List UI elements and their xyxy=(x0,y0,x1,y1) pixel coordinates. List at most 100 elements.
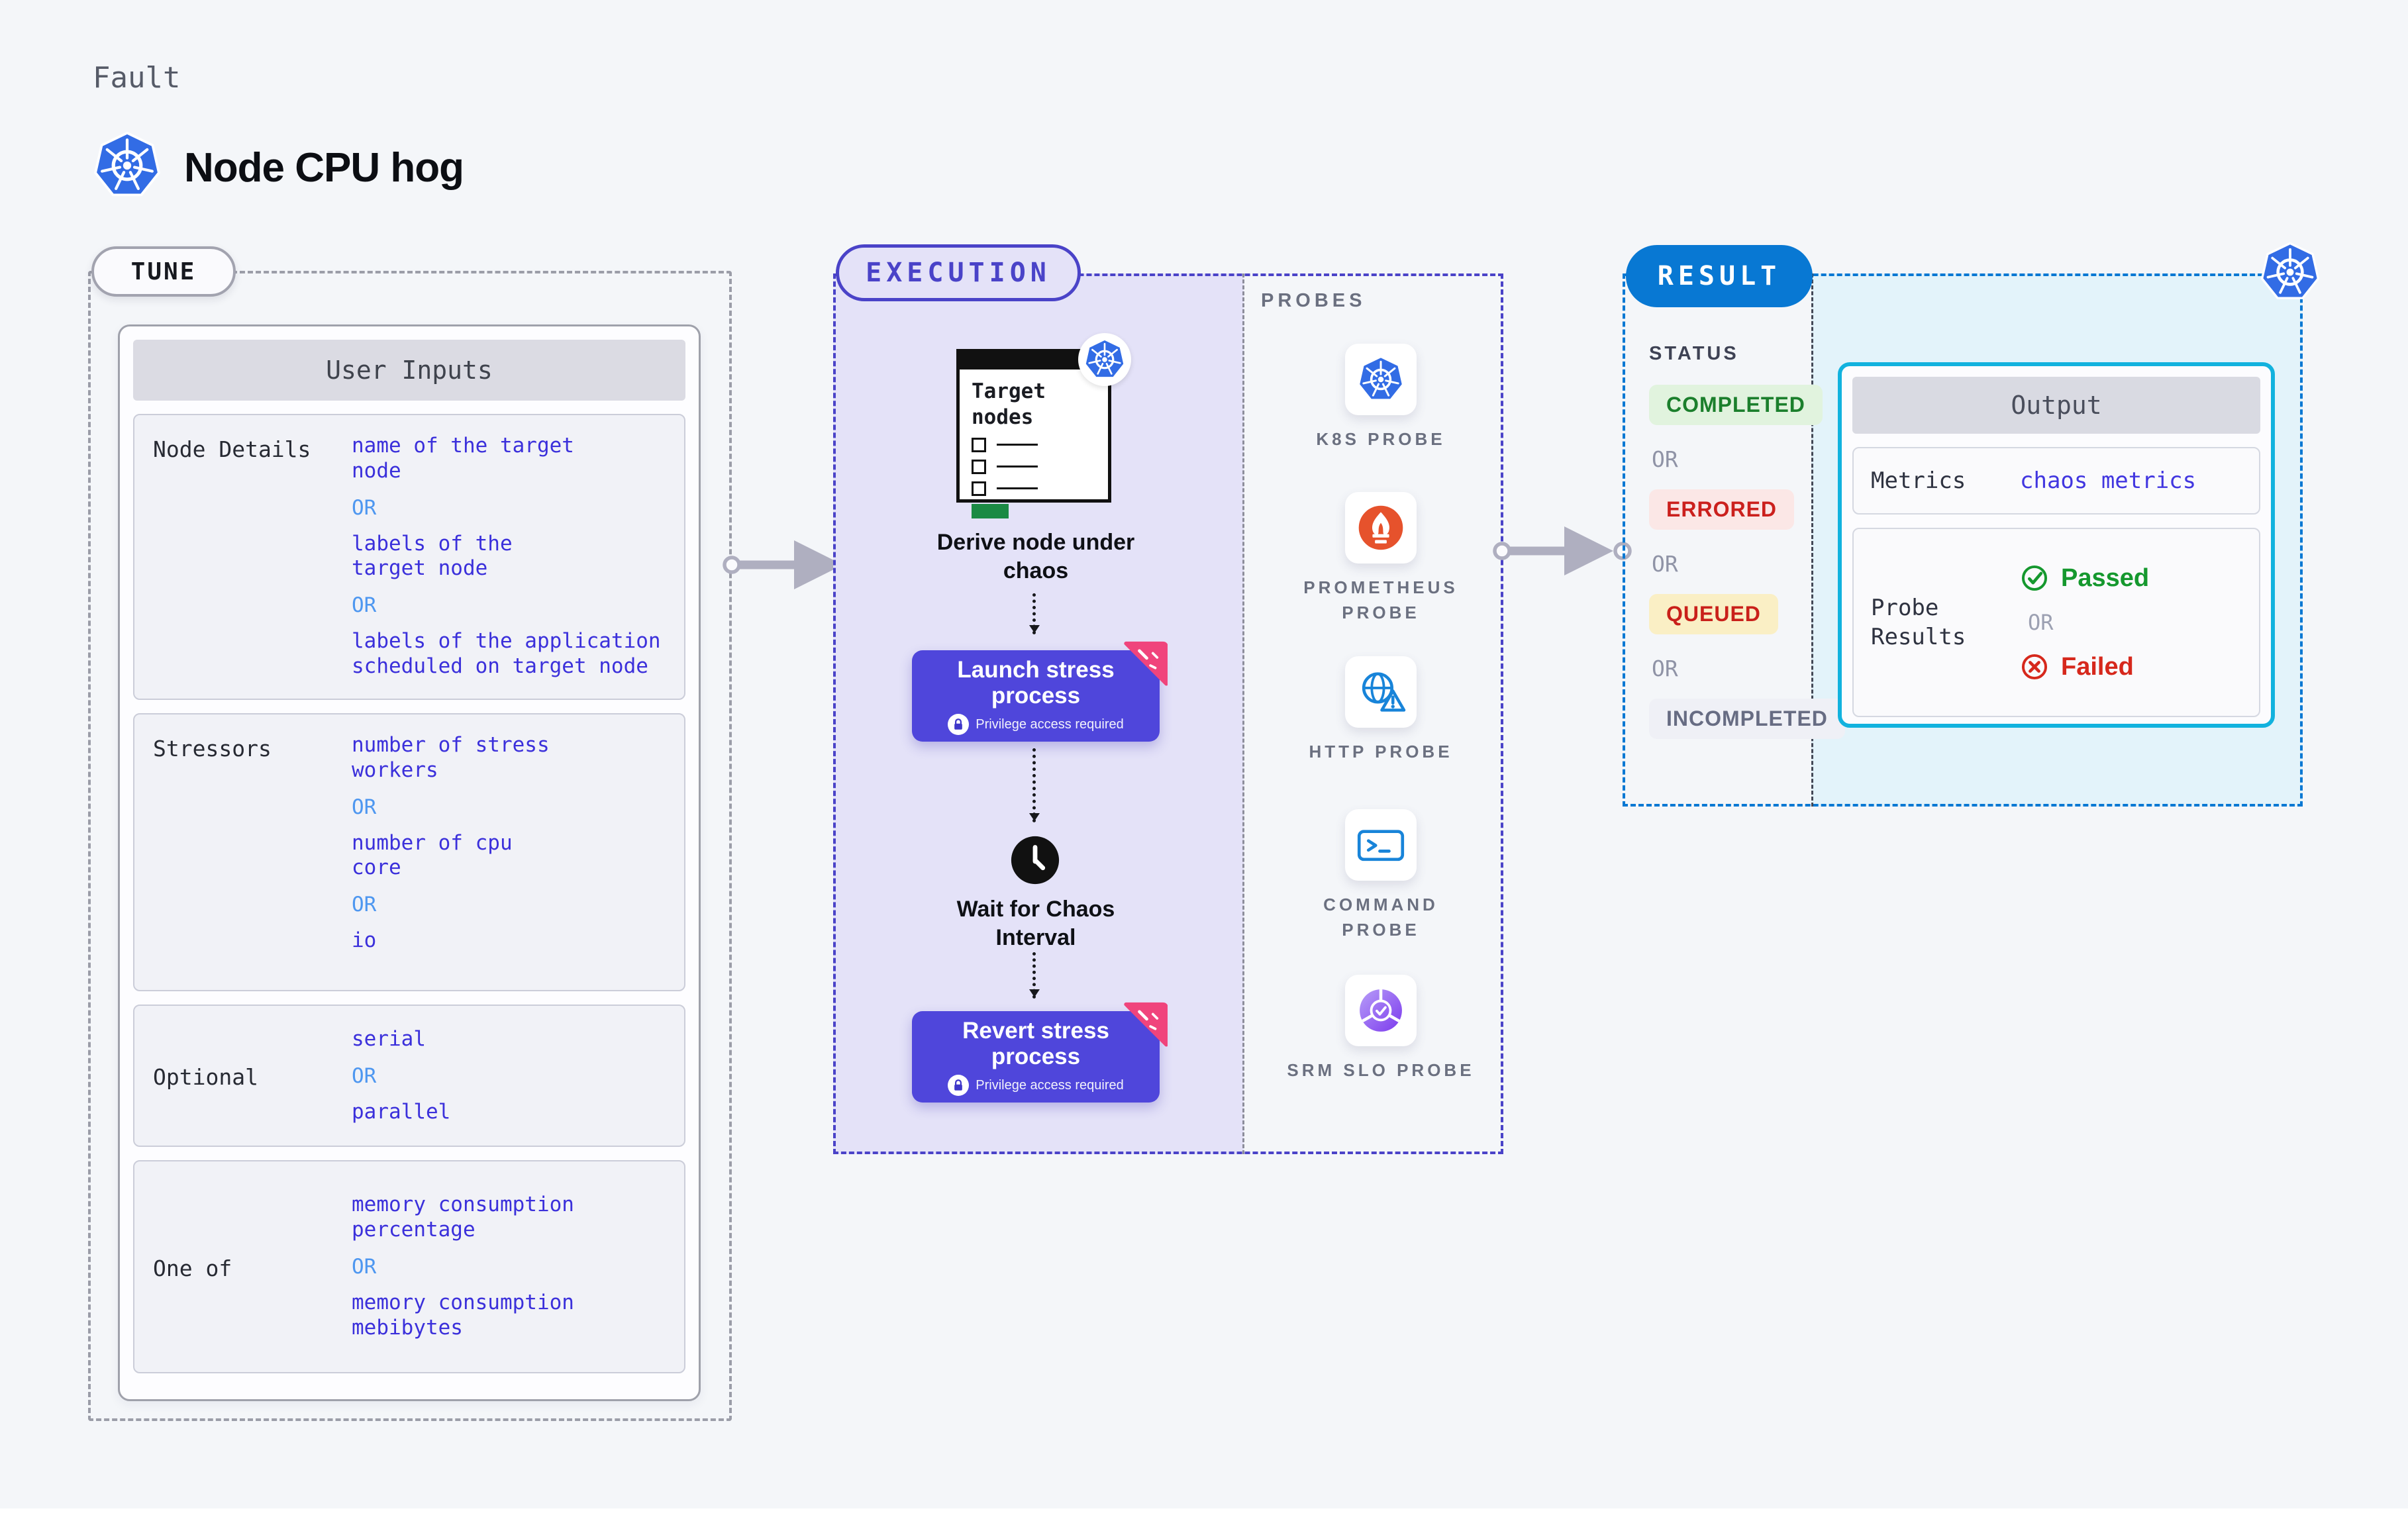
status-badge-queued: QUEUED xyxy=(1649,594,1778,634)
input-option: parallel xyxy=(352,1099,451,1124)
srm-slo-probe-card xyxy=(1345,975,1417,1046)
or-separator: OR xyxy=(2028,610,2054,635)
or-separator: OR xyxy=(352,495,377,520)
input-option: number of cpu core xyxy=(352,830,513,880)
lock-icon xyxy=(948,1075,970,1097)
metrics-label: Metrics xyxy=(1871,467,1966,494)
kubernetes-icon xyxy=(1358,356,1404,401)
input-row-optional: Optional serial OR parallel xyxy=(133,1005,685,1147)
input-option: io xyxy=(352,928,377,953)
probe-label: K8S PROBE xyxy=(1316,429,1446,449)
input-option: name of the target node xyxy=(352,434,574,483)
input-row-node-details: Node Details name of the target node OR … xyxy=(133,414,685,700)
output-card: Output Metrics chaos metrics Probe Resul… xyxy=(1838,362,2275,728)
launch-stress-process-button[interactable]: Launch stress process Privilege access r… xyxy=(912,650,1160,742)
user-inputs-title: User Inputs xyxy=(133,340,685,401)
status-badge-incompleted: INCOMPLETED xyxy=(1649,699,1845,739)
list-line xyxy=(997,466,1038,467)
execution-badge[interactable]: EXECUTION xyxy=(836,244,1081,301)
node-list-item xyxy=(972,481,1108,496)
input-row-label: Stressors xyxy=(153,736,272,762)
revert-stress-process-button[interactable]: Revert stress process Privilege access r… xyxy=(912,1011,1160,1103)
revert-step-label: Revert stress process xyxy=(962,1017,1109,1069)
page-bottom-strip xyxy=(0,1508,2408,1523)
terminal-icon xyxy=(1355,819,1407,871)
derive-step-label: Derive node under chaos xyxy=(936,530,1135,583)
or-separator: OR xyxy=(1652,446,1678,472)
result-badge[interactable]: RESULT xyxy=(1626,245,1813,307)
check-circle-icon xyxy=(2020,564,2049,593)
input-option: number of stress workers xyxy=(352,733,550,782)
probe-results-label: Probe Results xyxy=(1871,594,1966,650)
or-separator: OR xyxy=(1652,656,1678,681)
probe-results-row: Probe Results Passed OR Failed xyxy=(1852,528,2260,717)
k8s-probe-card xyxy=(1345,344,1417,415)
input-row-label: One of xyxy=(153,1255,232,1281)
http-probe-card xyxy=(1345,656,1417,728)
privilege-note: Privilege access required xyxy=(976,716,1124,732)
prometheus-probe-card xyxy=(1345,492,1417,564)
or-separator: OR xyxy=(1652,551,1678,577)
probe-label: SRM SLO PROBE xyxy=(1287,1060,1475,1080)
checkbox-icon xyxy=(972,459,986,474)
tune-badge[interactable]: TUNE xyxy=(91,246,236,297)
chaos-ribbon-icon xyxy=(1119,1002,1168,1051)
status-badge-errored: ERRORED xyxy=(1649,489,1795,530)
or-separator: OR xyxy=(352,893,377,917)
user-inputs-card: User Inputs Node Details name of the tar… xyxy=(118,324,701,1401)
or-separator: OR xyxy=(352,1063,377,1088)
input-row-stressors: Stressors number of stress workers OR nu… xyxy=(133,713,685,991)
probes-title: PROBES xyxy=(1261,290,1366,311)
status-badge-completed: COMPLETED xyxy=(1649,385,1823,425)
kubernetes-icon xyxy=(2260,242,2321,303)
or-separator: OR xyxy=(352,795,377,819)
flow-connector-down xyxy=(1029,593,1040,634)
status-heading: STATUS xyxy=(1649,343,1739,364)
node-list-item xyxy=(972,437,1108,452)
passed-label: Passed xyxy=(2061,564,2150,592)
x-circle-icon xyxy=(2020,652,2049,681)
flow-connector-down xyxy=(1029,748,1040,822)
or-separator: OR xyxy=(352,593,377,618)
probe-label: HTTP PROBE xyxy=(1309,742,1453,762)
input-row-one-of: One of memory consumption percentage OR … xyxy=(133,1160,685,1373)
list-line xyxy=(997,487,1038,489)
http-globe-warning-icon xyxy=(1356,667,1406,717)
input-row-label: Node Details xyxy=(153,436,311,462)
checkbox-icon xyxy=(972,481,986,496)
kubernetes-icon xyxy=(1078,333,1131,386)
input-option: memory consumption percentage xyxy=(352,1193,574,1242)
node-list-item xyxy=(972,459,1108,474)
result-section-frame xyxy=(1623,273,2303,807)
input-option: serial xyxy=(352,1026,426,1051)
probe-label: COMMAND PROBE xyxy=(1323,895,1438,940)
output-title: Output xyxy=(1852,377,2260,434)
input-option: labels of the application scheduled on t… xyxy=(352,629,661,679)
slo-gauge-icon xyxy=(1356,985,1406,1036)
command-probe-card xyxy=(1345,809,1417,881)
target-nodes-label: Target nodes xyxy=(972,379,1046,429)
privilege-note: Privilege access required xyxy=(976,1077,1124,1093)
checkbox-icon xyxy=(972,437,986,452)
metrics-value: chaos metrics xyxy=(2020,467,2197,494)
list-line xyxy=(997,444,1038,446)
launch-step-label: Launch stress process xyxy=(957,656,1115,709)
probe-label: PROMETHEUS PROBE xyxy=(1303,577,1458,622)
input-option: memory consumption mebibytes xyxy=(352,1291,574,1340)
input-option: labels of the target node xyxy=(352,531,513,581)
result-status-divider xyxy=(1811,273,1813,807)
input-row-label: Optional xyxy=(153,1064,258,1090)
failed-label: Failed xyxy=(2061,652,2134,681)
status-column: STATUS COMPLETED OR ERRORED OR QUEUED OR… xyxy=(1649,343,1845,739)
clock-icon xyxy=(1009,834,1061,886)
execution-probes-divider xyxy=(1242,273,1244,1154)
flow-connector-down xyxy=(1029,952,1040,999)
page-title: Node CPU hog xyxy=(184,145,464,191)
flow-arrow-execution-to-result xyxy=(1493,521,1634,581)
metrics-row: Metrics chaos metrics xyxy=(1852,447,2260,515)
or-separator: OR xyxy=(352,1255,377,1279)
tune-section-frame xyxy=(88,271,732,1421)
action-bar xyxy=(972,503,1009,518)
category-label: Fault xyxy=(93,61,181,95)
